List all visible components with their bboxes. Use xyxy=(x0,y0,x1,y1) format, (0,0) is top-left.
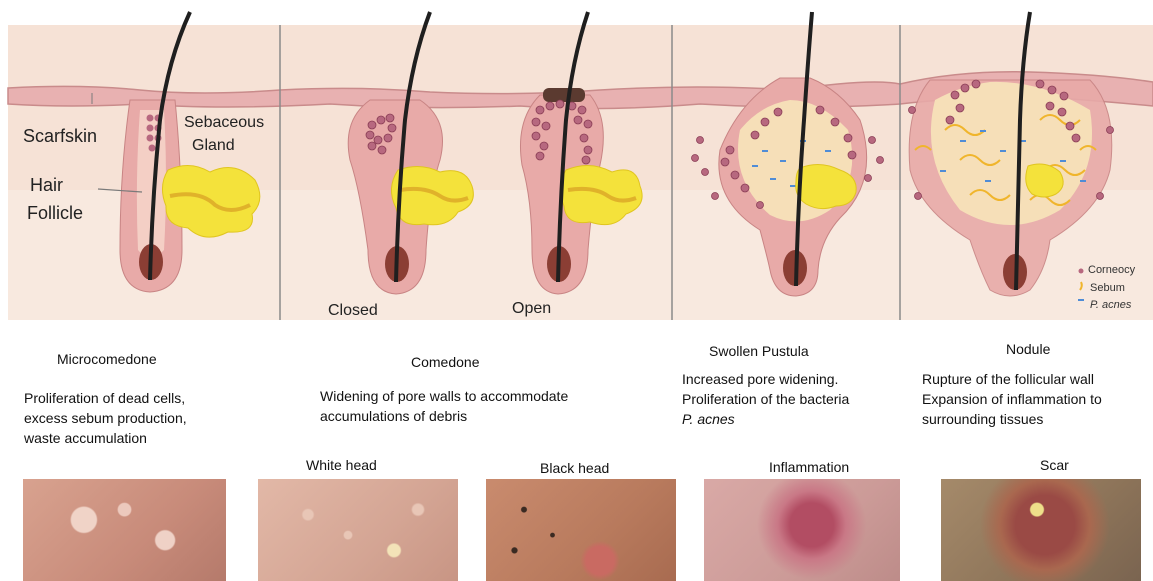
desc-line: Widening of pore walls to accommodate xyxy=(320,386,660,406)
stage-title-pustula: Swollen Pustula xyxy=(709,343,809,359)
corneocytes-legend-icon xyxy=(1079,269,1084,274)
stage-title-comedone: Comedone xyxy=(411,354,480,370)
sebaceous-label-line1: Sebaceous xyxy=(184,114,264,132)
legend-p-acnes: P. acnes xyxy=(1090,299,1131,311)
sebaceous-label-line2: Gland xyxy=(192,137,235,155)
photo-label-white-head: White head xyxy=(306,457,377,473)
desc-line: Expansion of inflammation to xyxy=(922,389,1150,409)
desc-line: Increased pore widening. xyxy=(682,369,902,389)
scar-photo xyxy=(941,479,1141,581)
legend-corneocytes: Corneocy xyxy=(1088,264,1135,276)
photo-label-black-head: Black head xyxy=(540,460,609,476)
p-acnes-legend-icon xyxy=(1078,299,1084,301)
legend-sebum: Sebum xyxy=(1090,282,1125,294)
stage-desc-nodule: Rupture of the follicular wall Expansion… xyxy=(922,369,1150,429)
desc-line: waste accumulation xyxy=(24,428,264,448)
desc-line: excess sebum production, xyxy=(24,408,264,428)
stage-desc-comedone: Widening of pore walls to accommodate ac… xyxy=(320,386,660,426)
photo-label-inflammation: Inflammation xyxy=(769,459,849,475)
microcomedone-photo xyxy=(23,479,226,581)
stage-desc-pustula: Increased pore widening. Proliferation o… xyxy=(682,369,902,429)
desc-line: Rupture of the follicular wall xyxy=(922,369,1150,389)
open-label: Open xyxy=(512,300,551,318)
desc-line: accumulations of debris xyxy=(320,406,660,426)
stage-title-nodule: Nodule xyxy=(1006,341,1050,357)
desc-line: Proliferation of dead cells, xyxy=(24,388,264,408)
acne-progression-diagram xyxy=(0,0,1153,320)
inflammation-photo xyxy=(704,479,900,581)
scarfskin-label: Scarfskin xyxy=(23,126,97,147)
white-head-photo xyxy=(258,479,458,581)
stage-title-microcomedone: Microcomedone xyxy=(57,351,157,367)
black-head-photo xyxy=(486,479,676,581)
hair-label: Hair xyxy=(30,175,63,196)
closed-label: Closed xyxy=(328,302,378,320)
follicle-label: Follicle xyxy=(27,203,83,224)
desc-line: P. acnes xyxy=(682,409,902,429)
desc-line: Proliferation of the bacteria xyxy=(682,389,902,409)
stage-desc-microcomedone: Proliferation of dead cells, excess sebu… xyxy=(24,388,264,448)
desc-line: surrounding tissues xyxy=(922,409,1150,429)
photo-label-scar: Scar xyxy=(1040,457,1069,473)
